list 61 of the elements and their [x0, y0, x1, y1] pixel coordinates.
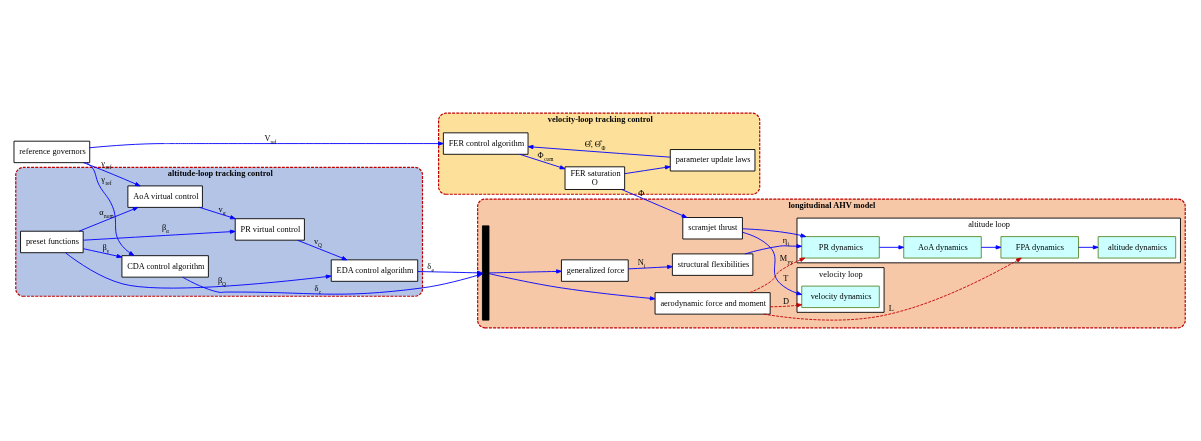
arrow: [488, 269, 562, 274]
edge-label: γ$_{ref}$: [101, 175, 112, 187]
arrow: [742, 228, 807, 238]
edge-label: δ$_{c}$: [314, 283, 322, 295]
node-box: aerodynamic force and moment: [654, 292, 771, 315]
arrow: [621, 189, 688, 218]
node-box: reference governors: [13, 140, 91, 164]
node-box: FER saturation O: [564, 166, 626, 190]
edge-label: Φ$_{com}$: [537, 151, 554, 162]
node-box: preset functions: [20, 230, 84, 254]
edge-label: M$_{yy}$: [779, 253, 793, 265]
arrow: [624, 165, 671, 175]
node-box: EDA control algorithm: [330, 259, 419, 282]
node-box: FPA dynamics: [1000, 236, 1079, 259]
arrow: [488, 273, 656, 301]
edge-label: α$_{nom}$: [99, 208, 114, 220]
node-box: CDA control algorithm: [121, 255, 209, 278]
node-box: structural flexibilities: [671, 253, 754, 276]
edge-label: v$_{Q}$: [313, 237, 322, 249]
arrow: [744, 244, 803, 255]
arrow: [519, 153, 566, 170]
arrow: [879, 245, 905, 250]
edge-label: δ$_{e}$: [427, 261, 434, 273]
arrow: [82, 229, 236, 241]
arrow: [86, 162, 135, 257]
edge-label: β$_{γ}$: [102, 242, 110, 254]
arrow: [769, 303, 803, 308]
edge-label: Θ̂, Θ̂$_{Φ}$: [584, 139, 606, 151]
arrow: [417, 270, 483, 275]
node-box: parameter update laws: [669, 149, 756, 172]
node-box: generalized force: [561, 259, 629, 282]
edge-label: N$_{i}$: [637, 257, 646, 269]
arrow: [980, 245, 1002, 250]
edge-label: D: [782, 296, 789, 306]
node-box: velocity dynamics: [801, 285, 880, 308]
node-box: PR virtual control: [234, 218, 305, 241]
arrow: [199, 206, 236, 220]
node-box: scramjet thrust: [682, 217, 743, 240]
arrow: [749, 257, 806, 294]
arrow: [89, 141, 444, 149]
arrow: [527, 144, 671, 158]
arrow: [742, 231, 803, 296]
edge-label: T: [783, 273, 789, 283]
arrow: [82, 162, 141, 187]
node-box: PR dynamics: [801, 236, 880, 259]
arrow: [763, 257, 1022, 321]
node-box: FER control algorithm: [442, 132, 529, 155]
arrow: [78, 206, 139, 232]
node-box: AoA virtual control: [127, 185, 203, 208]
arrow: [82, 248, 123, 259]
node-box: altitude dynamics: [1097, 236, 1177, 259]
node-bar: [481, 225, 490, 321]
arrow: [1078, 245, 1099, 250]
edge-label: β$_{Q}$: [217, 276, 226, 288]
node-box: AoA dynamics: [903, 236, 982, 259]
arrow: [297, 239, 348, 261]
edge-label: β$_{α}$: [161, 223, 169, 235]
edge-label: v$_{α}$: [218, 204, 226, 216]
arrow: [627, 264, 673, 270]
edge-label: η$_{i}$: [782, 235, 789, 247]
edge-label: L: [888, 303, 894, 313]
